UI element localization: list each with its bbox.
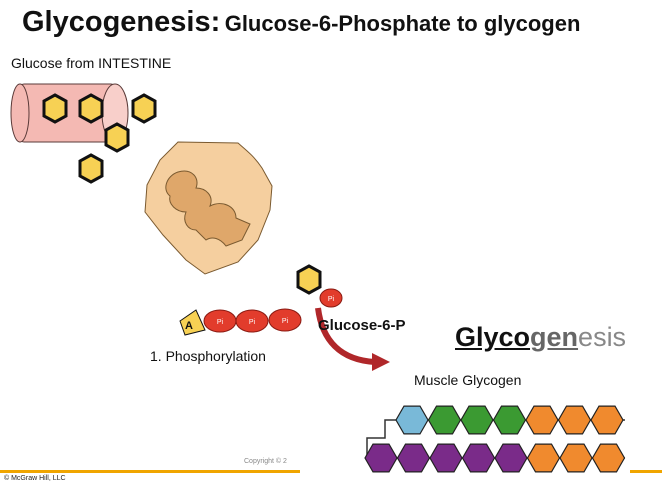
muscle-glycogen-label: Muscle Glycogen xyxy=(414,372,522,388)
reaction-arrow xyxy=(315,307,390,371)
glycogen-unit-orange xyxy=(525,405,559,435)
glycogen-unit-purple xyxy=(396,443,431,473)
footer-copyright: © McGraw Hill, LLC xyxy=(4,475,66,482)
glycogen-chain xyxy=(364,405,626,473)
glucose-hexagon xyxy=(42,93,68,124)
glycogenesis-word: Glycogenesis xyxy=(455,322,626,353)
glycogen-unit-purple xyxy=(461,443,496,473)
phosphorylation-label: 1. Phosphorylation xyxy=(150,348,266,364)
glycogenesis-part3: esis xyxy=(578,322,627,352)
glucose-hexagon xyxy=(104,122,130,153)
glycogen-top-row xyxy=(395,405,624,435)
glycogen-unit-purple xyxy=(429,443,463,473)
glycogen-unit-orange xyxy=(559,443,593,473)
g6p-label: Glucose-6-P xyxy=(318,317,406,334)
glycogenesis-part2: gen xyxy=(530,322,579,352)
slide-title: Glycogenesis: Glucose-6-Phosphate to gly… xyxy=(22,6,580,39)
atp-phosphate-label: Pi xyxy=(282,318,289,325)
footer-accent-line xyxy=(0,470,300,473)
glucose-hexagon xyxy=(131,93,157,124)
glucose-hexagon xyxy=(78,93,104,124)
glycogenesis-part1: Glyco xyxy=(455,322,531,352)
glycogen-unit-orange xyxy=(557,405,592,435)
glucose-source-label: Glucose from INTESTINE xyxy=(11,55,172,71)
glycogen-unit-green xyxy=(427,405,462,435)
glycogen-unit-green xyxy=(492,405,527,435)
title-main: Glycogenesis: xyxy=(22,6,221,38)
atp-molecule: A Pi Pi Pi xyxy=(179,308,302,336)
atp-phosphate-label: Pi xyxy=(249,319,256,326)
g6p-phosphate: Pi xyxy=(319,288,343,308)
g6p-glucose-hexagon xyxy=(296,264,322,295)
glucose-molecules xyxy=(42,93,157,184)
glycogen-unit-orange xyxy=(526,443,561,473)
atp-phosphate-label: Pi xyxy=(217,319,224,326)
title-sub: Glucose-6-Phosphate to glycogen xyxy=(224,11,581,36)
glucose-hexagon xyxy=(78,153,104,184)
glycogen-unit-green xyxy=(460,405,494,435)
glycogen-unit-orange xyxy=(591,443,626,473)
glycogen-unit-purple xyxy=(364,443,398,473)
glycogen-bottom-row xyxy=(364,443,626,473)
footer-accent-line-right xyxy=(630,470,662,473)
inline-copyright: Copyright © 2 xyxy=(244,458,287,465)
atp-adenosine-label: A xyxy=(185,320,193,332)
glycogen-unit-blue xyxy=(395,405,429,435)
g6p-phosphate-label: Pi xyxy=(328,296,335,303)
glycogen-unit-purple xyxy=(494,443,528,473)
enzyme-hexokinase xyxy=(144,141,273,275)
glycogen-unit-orange xyxy=(590,405,624,435)
